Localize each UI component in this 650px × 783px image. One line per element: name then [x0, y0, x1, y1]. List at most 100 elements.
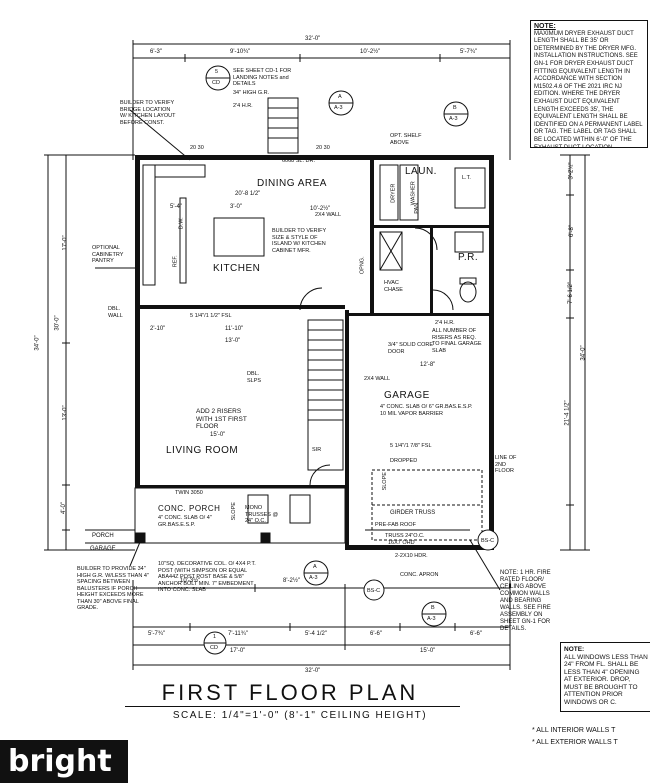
- label-fsl2: 5 1/4"/1 7/8" FSL: [390, 443, 432, 449]
- dim-top-1: 6'-3": [150, 49, 162, 55]
- label-dbl-slps: DBL. SLPS: [247, 371, 262, 384]
- label-hdr: 2-2X10 HDR.: [395, 553, 428, 559]
- dim-3: 3'-0": [230, 204, 242, 210]
- dim-kitchen: 10'-2½": [310, 206, 331, 212]
- dim-left-4: 4'-0": [60, 502, 67, 514]
- dim-5-4: 5'-4": [170, 204, 182, 210]
- dim-left-17: 17'-0": [62, 235, 69, 251]
- room-living: LIVING ROOM: [166, 445, 239, 456]
- label-add-risers: ADD 2 RISERS WITH 1ST FIRST FLOOR: [196, 408, 247, 430]
- section-a-top-letter: A: [338, 94, 342, 100]
- dim-bot-1: 10'-3½": [180, 578, 201, 584]
- section-a-bot-letter: A: [313, 564, 317, 570]
- note-heading: NOTE:: [534, 23, 556, 30]
- label-slope-garage: SLOPE: [381, 472, 388, 491]
- foot-note-1: * ALL INTERIOR WALLS T: [532, 727, 616, 734]
- label-twin-3050: TWIN 3050: [175, 490, 203, 496]
- label-garage-slab: 4" CONC. SLAB O/ 6" GR.BAS.E.S.P. 10 MIL…: [380, 404, 473, 417]
- dim-right-4: 21'-4 1/2": [564, 400, 571, 426]
- label-builder-bridge: BUILDER TO VERIFY BRIDGE LOCATION W/ KIT…: [120, 100, 176, 126]
- label-conc-apron: CONC. APRON: [400, 572, 439, 578]
- dim-left-30: 30'-0": [54, 315, 61, 331]
- label-optional-pantry: OPTIONAL CABINETRY PANTRY: [92, 245, 124, 264]
- dim-lr: 11'-10": [225, 326, 244, 332]
- detail-5-number: 5: [215, 69, 219, 75]
- dim-top-overall: 32'-0": [305, 36, 321, 42]
- label-washer: WASHER: [410, 181, 417, 206]
- label-opt-shelf: OPT. SHELF ABOVE: [390, 133, 422, 146]
- dim-bot-overall: 32'-0": [305, 668, 321, 674]
- brand-logo: bright: [0, 740, 128, 783]
- room-porch: CONC. PORCH: [158, 504, 221, 513]
- detail-1-number: 1: [213, 634, 217, 640]
- label-ohd: 16X7 OHD: [388, 540, 415, 546]
- label-mono-truss: MONO TRUSSES @ 24" O.C.: [245, 505, 279, 524]
- label-porch-slab: 4" CONC. SLAB O/ 4" GR.BAS.E.S.P.: [158, 515, 212, 528]
- label-builder-railing: BUILDER TO PROVIDE 34" HIGH G.R. W/LESS …: [77, 566, 149, 611]
- dim-lr2: 13'-0": [225, 338, 241, 344]
- dim-top-4: 5'-7¾": [460, 49, 477, 55]
- label-sliding-door: 6068 SL. DR.: [282, 158, 316, 164]
- dim-bot-2: 8'-2½": [283, 578, 300, 584]
- dim-right-2: 6'-8": [568, 225, 575, 237]
- dim-garage: 12'-8": [420, 362, 436, 368]
- dim-left-13: 13'-0": [62, 405, 69, 421]
- label-builder-island: BUILDER TO VERIFY SIZE & STYLE OF ISLAND…: [272, 228, 327, 254]
- label-sir: SIR: [312, 447, 322, 453]
- label-wall-2030-b: 20 30: [316, 145, 330, 151]
- section-b-bot-sheet: A-3: [427, 616, 436, 622]
- detail-1-sheet: CD: [210, 645, 218, 651]
- label-laundry-tub: L.T.: [462, 175, 471, 181]
- dim-left-overall: 34'-0": [34, 335, 41, 351]
- label-fire-note: NOTE: 1 HR. FIRE RATED FLOOR/ CEILING AB…: [500, 570, 551, 632]
- section-b-bot-letter: B: [431, 605, 435, 611]
- label-core-door: 3/4" SOLID CORE DOOR: [388, 342, 434, 355]
- label-refrigerator: REF.: [172, 255, 179, 268]
- label-opening: OPNG.: [359, 256, 366, 275]
- label-hr24: 2'4 H.R.: [233, 103, 253, 109]
- foot-note-2: * ALL EXTERIOR WALLS T: [532, 739, 618, 746]
- label-garage: GARAGE: [90, 546, 116, 552]
- dim-top-2: 9'-10¾": [230, 49, 251, 55]
- windows-note: NOTE: ALL WINDOWS LESS THAN 24" FROM FL.…: [560, 642, 650, 712]
- label-2x4-wall: 2X4 WALL: [315, 212, 342, 218]
- label-dryer: DRYER: [390, 183, 397, 203]
- label-prefab: PRE-FAB ROOF: [375, 522, 416, 528]
- detail-bs-a: BS-C: [367, 588, 381, 594]
- label-slope-porch: SLOPE: [230, 502, 237, 521]
- section-a-bot-sheet: A-3: [309, 575, 318, 581]
- dim-bot-7: 6'-6": [470, 631, 482, 637]
- label-dbl-wall: DBL. WALL: [108, 306, 123, 319]
- dim-bot-8: 17'-0": [230, 648, 246, 654]
- label-line-2nd: LINE OF 2ND FLOOR: [495, 455, 517, 474]
- section-b-top-letter: B: [453, 105, 457, 111]
- dim-top-3: 10'-2½": [360, 49, 381, 55]
- room-laundry: LAUN.: [405, 166, 437, 177]
- room-kitchen: KITCHEN: [213, 263, 261, 274]
- dim-bot-5: 5'-4 1/2": [305, 631, 327, 637]
- detail-bs-b: BS-C: [481, 538, 495, 544]
- dim-bot-3: 5'-7¾": [148, 631, 165, 637]
- dim-dining: 20'-8 1/2": [235, 191, 261, 197]
- dim-bot-9: 15'-0": [420, 648, 436, 654]
- label-hr34: 34" HIGH G.R.: [233, 90, 270, 96]
- label-girder: GIRDER TRUSS: [390, 510, 436, 516]
- sheet-scale: SCALE: 1/4"=1'-0" (8'-1" CEILING HEIGHT): [172, 710, 428, 721]
- dim-right-overall: 34'-0": [580, 345, 587, 361]
- dim-lr3: 15'-0": [210, 432, 226, 438]
- dim-bot-6: 6'-6": [370, 631, 382, 637]
- room-dining: DINING AREA: [257, 178, 327, 189]
- section-b-top-sheet: A-3: [449, 116, 458, 122]
- label-hr-2: 2'4 H.R.: [435, 320, 455, 326]
- label-truss: TRUSS 24"O.C.: [385, 533, 425, 539]
- windows-note-text: ALL WINDOWS LESS THAN 24" FROM FL. SHALL…: [564, 653, 648, 706]
- detail-5-sheet: CD: [212, 80, 220, 86]
- label-dishwasher: D.W.: [178, 217, 185, 230]
- room-garage: GARAGE: [384, 390, 430, 401]
- dim-right-1: 3'-2½": [568, 162, 575, 180]
- title-underline: [125, 706, 460, 707]
- room-powder: P.R.: [458, 252, 479, 263]
- dim-right-3: 7'-6 1/2": [567, 282, 574, 304]
- windows-note-heading: NOTE:: [564, 646, 585, 653]
